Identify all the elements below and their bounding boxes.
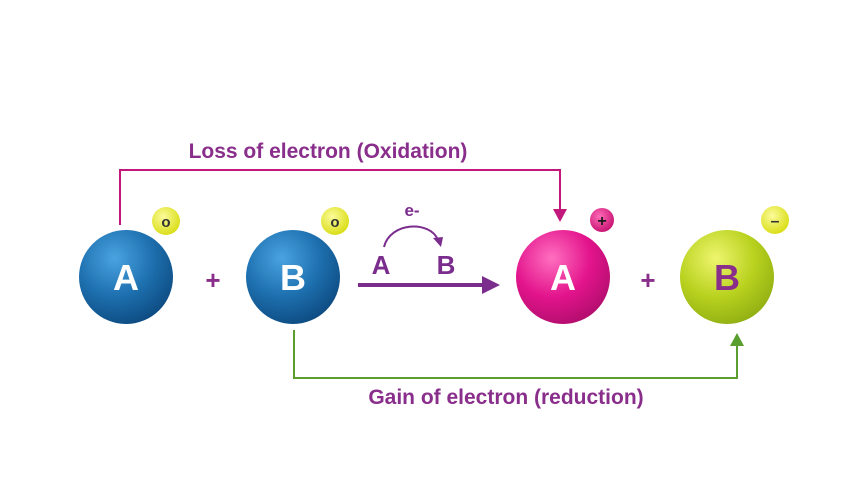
charge-badge-neutral-a: o [152, 207, 180, 235]
reactant-atom-b: B [246, 230, 340, 324]
reduction-connector [293, 330, 744, 379]
reduction-label: Gain of electron (reduction) [368, 386, 643, 409]
product-atom-a: A [516, 230, 610, 324]
charge-badge-neutral-b: o [321, 207, 349, 235]
product-a-symbol: A [550, 257, 576, 298]
transfer-curve-arrow [383, 225, 439, 248]
oxidation-connector [119, 169, 567, 225]
reactant-b-charge: o [330, 214, 339, 231]
reaction-arrow-head [482, 276, 500, 294]
reactant-b-symbol: B [280, 257, 306, 298]
electron-transfer: e- A B [358, 201, 500, 294]
reactant-atom-a: A [79, 230, 173, 324]
product-a-charge: + [597, 213, 606, 230]
charge-badge-negative: – [761, 206, 789, 234]
transfer-from-label: A [372, 250, 391, 280]
oxidation-label: Loss of electron (Oxidation) [189, 140, 468, 163]
transfer-to-label: B [437, 250, 456, 280]
reactant-a-charge: o [161, 214, 170, 231]
electron-label: e- [404, 201, 419, 220]
plus-sign-products: + [640, 265, 655, 295]
charge-badge-positive: + [590, 208, 614, 232]
product-b-symbol: B [714, 257, 740, 298]
product-atom-b: B [680, 230, 774, 324]
product-b-charge: – [771, 213, 780, 230]
plus-sign-reactants: + [205, 265, 220, 295]
reactant-a-symbol: A [113, 257, 139, 298]
